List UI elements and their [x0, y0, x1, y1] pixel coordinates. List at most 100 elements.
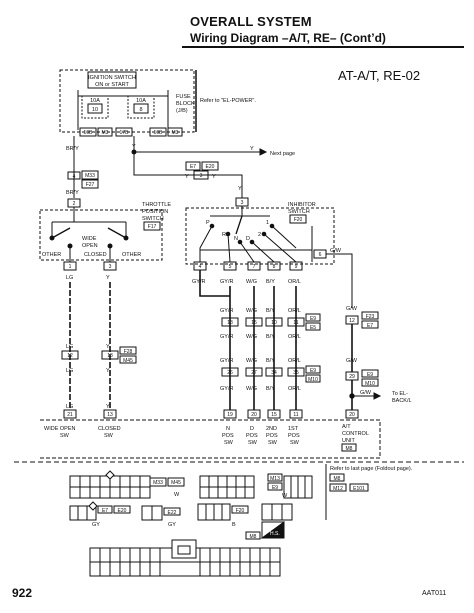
throttle-position-switch: 2 THROTTLE POSITION SWITCH F17 WIDE OPEN…	[39, 198, 171, 281]
cu-d: D	[250, 426, 254, 432]
inhib-pin-6: 6	[319, 252, 322, 258]
wire-w-g-3: W/G	[246, 334, 257, 340]
cu-pin-15: 15	[271, 412, 277, 418]
cu-n-sw: SW	[224, 440, 234, 446]
wire-y-4: Y	[106, 404, 110, 410]
cu-1st: 1ST	[288, 426, 299, 432]
wire-w-g-2: W/G	[246, 308, 257, 314]
tps-other-right: OTHER	[122, 252, 141, 258]
connector-row-m: GY/R W/G B/Y OR/L 26 27 34 35 E9 M10 GY/…	[220, 358, 321, 392]
pin-15-e: 15	[251, 320, 257, 326]
connector-f27: F27	[86, 182, 95, 188]
wire-g-w-3: G/W	[360, 390, 372, 396]
inhib-label-2: SWITCH	[288, 209, 310, 215]
inhib-pos-1: 1	[266, 220, 269, 226]
tps-label-1: THROTTLE	[142, 202, 171, 208]
pin-29-gw: 29	[349, 374, 355, 380]
wire-gy-r-3: GY/R	[220, 308, 233, 314]
hs-badge: H.S.	[270, 531, 280, 537]
legend-w-1: W	[174, 492, 180, 498]
tps-other-left: OTHER	[42, 252, 61, 258]
cu-wide-open: WIDE OPEN	[44, 426, 76, 432]
legend-m45: M45	[171, 480, 181, 486]
cu-pin-11: 11	[293, 412, 298, 418]
inhib-pin-8: 8	[273, 264, 276, 270]
cu-2nd-pos: POS	[266, 433, 278, 439]
cu-pin-21: 21	[67, 412, 73, 418]
wire-br-y-lower: BR/Y	[66, 190, 79, 196]
wire-y-next: Y	[250, 146, 254, 152]
ignition-switch-label-1: IGNITION SWITCH	[88, 75, 136, 81]
connector-e5: E5	[310, 325, 316, 331]
fuse-1-amp: 10A	[90, 98, 100, 104]
terminal-m3-right: M3	[172, 130, 179, 136]
wire-y-top: Y	[132, 144, 136, 150]
wire-y-inhib: Y	[238, 186, 242, 192]
wire-b-y-1: B/Y	[266, 279, 275, 285]
pin-34-m: 34	[271, 370, 277, 376]
pin-10-e: 10	[271, 320, 277, 326]
fuse-block-label-2: BLOCK	[176, 101, 195, 107]
tps-pin-3: 3	[109, 264, 112, 270]
terminal-10b-right: 10B	[154, 130, 164, 136]
connector-m10-mid: M10	[308, 377, 318, 383]
connector-m45: M45	[123, 358, 133, 364]
connector-e9: E9	[310, 316, 316, 322]
wire-b-y-5: B/Y	[266, 386, 275, 392]
wire-g-w-top: G/W	[330, 248, 342, 254]
cu-pin-19: 19	[227, 412, 233, 418]
legend-m12: M12	[333, 486, 343, 492]
cu-n-pos: POS	[222, 433, 234, 439]
wire-lg-4: LG	[66, 404, 73, 410]
fuse-block-label-1: FUSE	[176, 94, 191, 100]
wire-or-l-1: OR/L	[288, 279, 301, 285]
wire-or-l-5: OR/L	[288, 386, 301, 392]
wire-or-l-4: OR/L	[288, 358, 301, 364]
cu-n: N	[226, 426, 230, 432]
page-number: 922	[12, 586, 33, 600]
fuse-2-amp: 10A	[136, 98, 146, 104]
pin-3-upper: 3	[200, 173, 203, 179]
inhib-pos-2: 2	[258, 232, 261, 238]
terminal-m3-left: M3	[102, 130, 109, 136]
pin-13-left: 13	[107, 353, 113, 359]
wire-y-2: Y	[106, 344, 110, 350]
upper-wiring: BR/Y Y Y Next page E7 E20 3 Y Y Y 4 M33 …	[66, 136, 295, 198]
inhib-pin-4: 4	[199, 264, 202, 270]
ignition-switch-label-2: ON or START	[95, 82, 129, 88]
pin-35-m: 35	[293, 370, 299, 376]
wire-gy-r-1: GY/R	[192, 279, 205, 285]
legend-refer-last: Refer to last page (Foldout page).	[330, 466, 413, 472]
to-back-l-1: To EL-	[392, 391, 408, 397]
at-control-unit: 21 13 19 20 15 11 20 WIDE OPEN SW CLOSED…	[40, 409, 381, 459]
wire-b-y-3: B/Y	[266, 334, 275, 340]
wire-g-w-2: G/W	[346, 358, 358, 364]
wire-br-y-top: BR/Y	[66, 146, 79, 152]
tps-closed: CLOSED	[84, 252, 107, 258]
wire-gy-r-4: GY/R	[220, 334, 233, 340]
tps-pin-2: 2	[73, 201, 76, 207]
cu-d-sw: SW	[248, 440, 258, 446]
figure-code: AAT011	[422, 590, 447, 597]
inhib-pin-7: 7	[253, 264, 256, 270]
inhib-pin-3: 3	[241, 200, 244, 206]
pin-12-gw: 12	[349, 318, 355, 324]
connector-e9-mid: E9	[310, 368, 316, 374]
connector-f28: F28	[124, 349, 133, 355]
wire-lg-3: LG	[66, 368, 73, 374]
cu-pin-20b: 20	[349, 412, 355, 418]
diagram-id: AT-A/T, RE-02	[338, 68, 421, 83]
connector-e9-right: E9	[367, 372, 373, 378]
cu-at-2: CONTROL	[342, 431, 369, 437]
wire-w-g-5: W/G	[246, 386, 257, 392]
header-rule	[182, 46, 464, 48]
legend-e9: E9	[272, 485, 278, 491]
pin-26-m: 26	[227, 370, 233, 376]
legend-e22: E22	[168, 510, 177, 516]
wire-y-3: Y	[106, 368, 110, 374]
legend-f20: F20	[236, 508, 245, 514]
cu-d-pos: POS	[246, 433, 258, 439]
next-page-label: Next page	[270, 151, 295, 157]
connector-e20: E20	[206, 164, 215, 170]
